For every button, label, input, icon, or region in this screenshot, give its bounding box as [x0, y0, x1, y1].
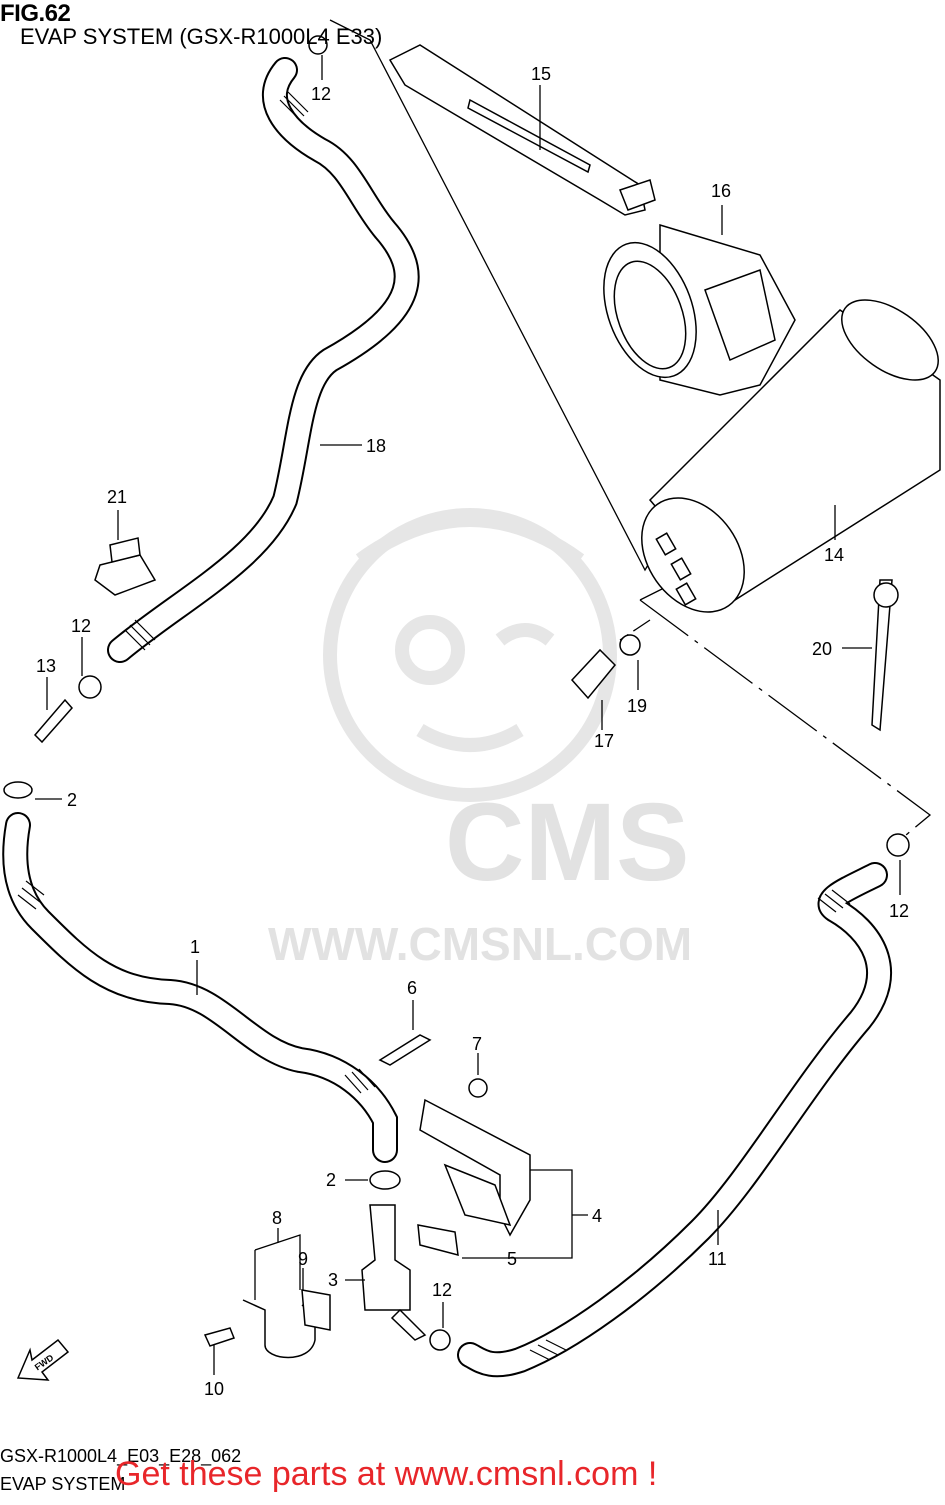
parts-link[interactable]: Get these parts at www.cmsnl.com ! [115, 1455, 658, 1493]
callout-19: 19 [627, 696, 647, 716]
callout-5: 5 [507, 1249, 517, 1269]
part-21-clamp [94, 554, 157, 596]
callout-10: 10 [204, 1379, 224, 1399]
callout-16: 16 [711, 181, 731, 201]
part-7-washer [468, 1078, 488, 1098]
watermark-brand: CMS [445, 781, 689, 904]
callout-12: 12 [432, 1280, 452, 1300]
callout-12: 12 [311, 84, 331, 104]
callout-11: 11 [708, 1249, 727, 1269]
part-12-clip [78, 675, 102, 699]
callout-15: 15 [531, 64, 551, 84]
callout-18: 18 [366, 436, 386, 456]
callout-12: 12 [889, 901, 909, 921]
part-14-canister [641, 299, 941, 613]
watermark: CMS WWW.CMSNL.COM [268, 508, 692, 970]
part-10-screw [203, 1327, 235, 1347]
small-parts [3, 35, 910, 1375]
part-20-tie [871, 579, 893, 732]
hose-1 [2, 812, 398, 1163]
callout-20: 20 [812, 639, 832, 659]
figure-subtitle: EVAP SYSTEM (GSX-R1000L4 E33) [20, 24, 383, 49]
part-2-clip [3, 781, 33, 799]
part-8-clamp [242, 1299, 316, 1359]
figure-title: FIG.62 [0, 0, 71, 27]
part-3-valve [361, 1204, 411, 1311]
watermark-url: WWW.CMSNL.COM [268, 918, 692, 970]
callout-labels: 1 2 2 3 4 5 6 7 8 9 10 11 12 12 12 12 13… [36, 64, 909, 1399]
callout-3: 3 [328, 1270, 338, 1290]
callout-1: 1 [190, 937, 200, 957]
figure-code: GSX-R1000L4_E03_E28_062 [0, 1446, 242, 1466]
part-19-clip [619, 634, 641, 656]
part-6-rivet [378, 1034, 432, 1066]
hose-18-mesh-icon [279, 91, 309, 121]
leader-line-14-to-11 [639, 599, 932, 841]
part-4-bracket [419, 1098, 531, 1237]
callout-7: 7 [472, 1034, 482, 1054]
callout-14: 14 [824, 545, 844, 565]
part-17-sleeve [570, 648, 617, 700]
callout-13: 13 [36, 656, 56, 676]
callout-21: 21 [107, 487, 127, 507]
part-5-bracket [417, 1224, 459, 1257]
part-13-fitting [33, 698, 73, 744]
part-9-clamp [301, 1289, 331, 1331]
callout-17: 17 [594, 731, 614, 751]
hose-11 [457, 862, 892, 1378]
figure-system: EVAP SYSTEM [0, 1474, 126, 1494]
callout-4: 4 [592, 1206, 602, 1226]
callout-9: 9 [298, 1249, 308, 1269]
hose-18 [107, 57, 420, 663]
callout-12: 12 [71, 616, 91, 636]
watermark-mascot-icon [323, 508, 617, 802]
callout-2: 2 [326, 1170, 336, 1190]
callout-8: 8 [272, 1208, 282, 1228]
part-16-holder [603, 205, 796, 396]
callout-6: 6 [407, 978, 417, 998]
part-15-strap [388, 44, 656, 216]
callout-2: 2 [67, 790, 77, 810]
fwd-arrow-icon: FWD [16, 1338, 70, 1381]
